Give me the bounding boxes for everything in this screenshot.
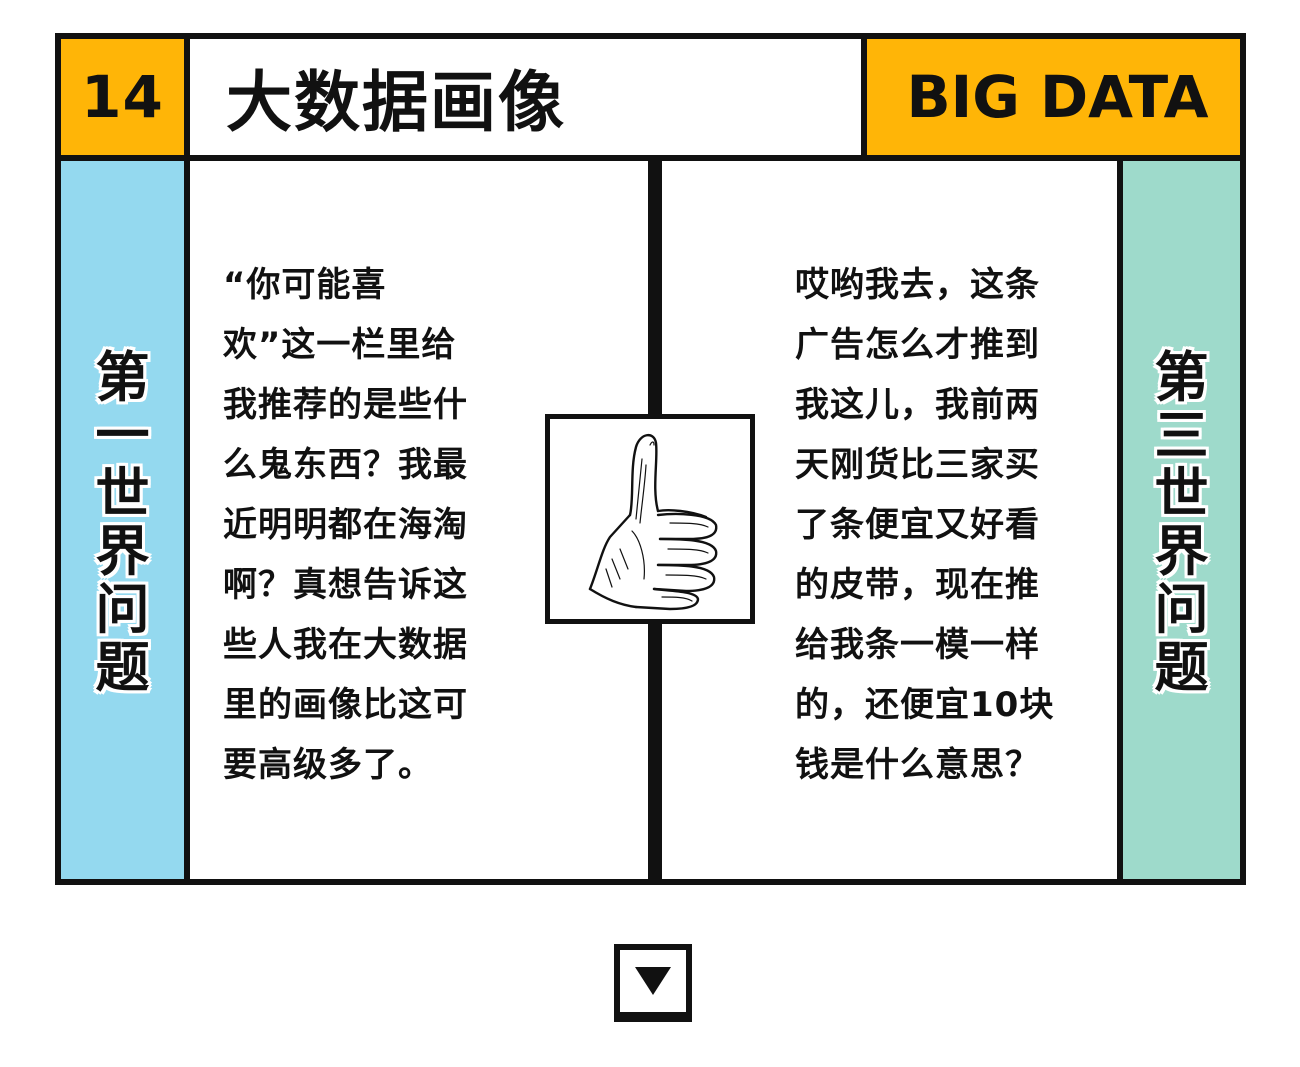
left-side-panel: 第一世界问题 [61,161,184,879]
quote-line: 要高级多了。 [223,745,433,785]
divider [61,155,1240,161]
english-title: BIG DATA [906,63,1209,131]
right-char: 第 [1154,346,1209,409]
quote-line: 哎哟我去，这条 [795,265,1040,305]
right-side-label: 第三世界问题 [1123,349,1240,697]
divider [861,39,867,155]
left-char: 题 [95,636,150,699]
left-side-label: 第一世界问题 [61,349,184,697]
quote-line: 给我条一模一样 [795,625,1040,665]
quote-line: 么鬼东西？我最 [223,445,468,485]
quote-line: “你可能喜 [223,265,387,305]
right-char: 世 [1154,462,1209,525]
quote-line: 广告怎么才推到 [795,325,1040,365]
left-char: 界 [95,520,150,583]
section-number-cell: 14 [61,39,184,155]
quote-line: 啊？真想告诉这 [223,565,468,605]
quote-line: 我推荐的是些什 [223,385,468,425]
right-char: 问 [1154,578,1209,641]
quote-line: 天刚货比三家买 [795,445,1040,485]
right-char: 题 [1154,636,1209,699]
comparison-card: 14 大数据画像 BIG DATA 第一世界问题 第三世界问题 “你可能喜欢”这… [55,33,1246,885]
quote-line: 近明明都在海淘 [223,505,468,545]
right-side-panel: 第三世界问题 [1123,161,1240,879]
left-char: 问 [95,578,150,641]
left-char: 第 [95,346,150,409]
left-char: 一 [95,404,150,467]
divider [1117,161,1123,879]
page-title: 大数据画像 [226,64,566,141]
quote-line: 欢”这一栏里给 [223,325,457,365]
left-char: 世 [95,462,150,525]
left-quote: “你可能喜欢”这一栏里给我推荐的是些什么鬼东西？我最近明明都在海淘啊？真想告诉这… [223,255,513,795]
next-section-button[interactable] [614,944,692,1022]
quote-line: 的皮带，现在推 [795,565,1040,605]
quote-line: 些人我在大数据 [223,625,468,665]
thumbs-up-icon [588,434,718,611]
quote-line: 了条便宜又好看 [795,505,1040,545]
right-char: 三 [1154,404,1209,467]
english-title-cell: BIG DATA [867,39,1240,155]
quote-line: 钱是什么意思？ [795,745,1040,785]
thumbs-up-frame [545,414,755,624]
quote-line: 的，还便宜10块 [795,685,1055,725]
quote-line: 我这儿，我前两 [795,385,1040,425]
quote-line: 里的画像比这可 [223,685,468,725]
section-number: 14 [81,63,164,131]
triangle-down-icon [635,967,671,995]
right-quote: 哎哟我去，这条广告怎么才推到我这儿，我前两天刚货比三家买了条便宜又好看的皮带，现… [795,255,1085,795]
title-cell: 大数据画像 [190,39,861,155]
divider [184,39,190,879]
right-char: 界 [1154,520,1209,583]
